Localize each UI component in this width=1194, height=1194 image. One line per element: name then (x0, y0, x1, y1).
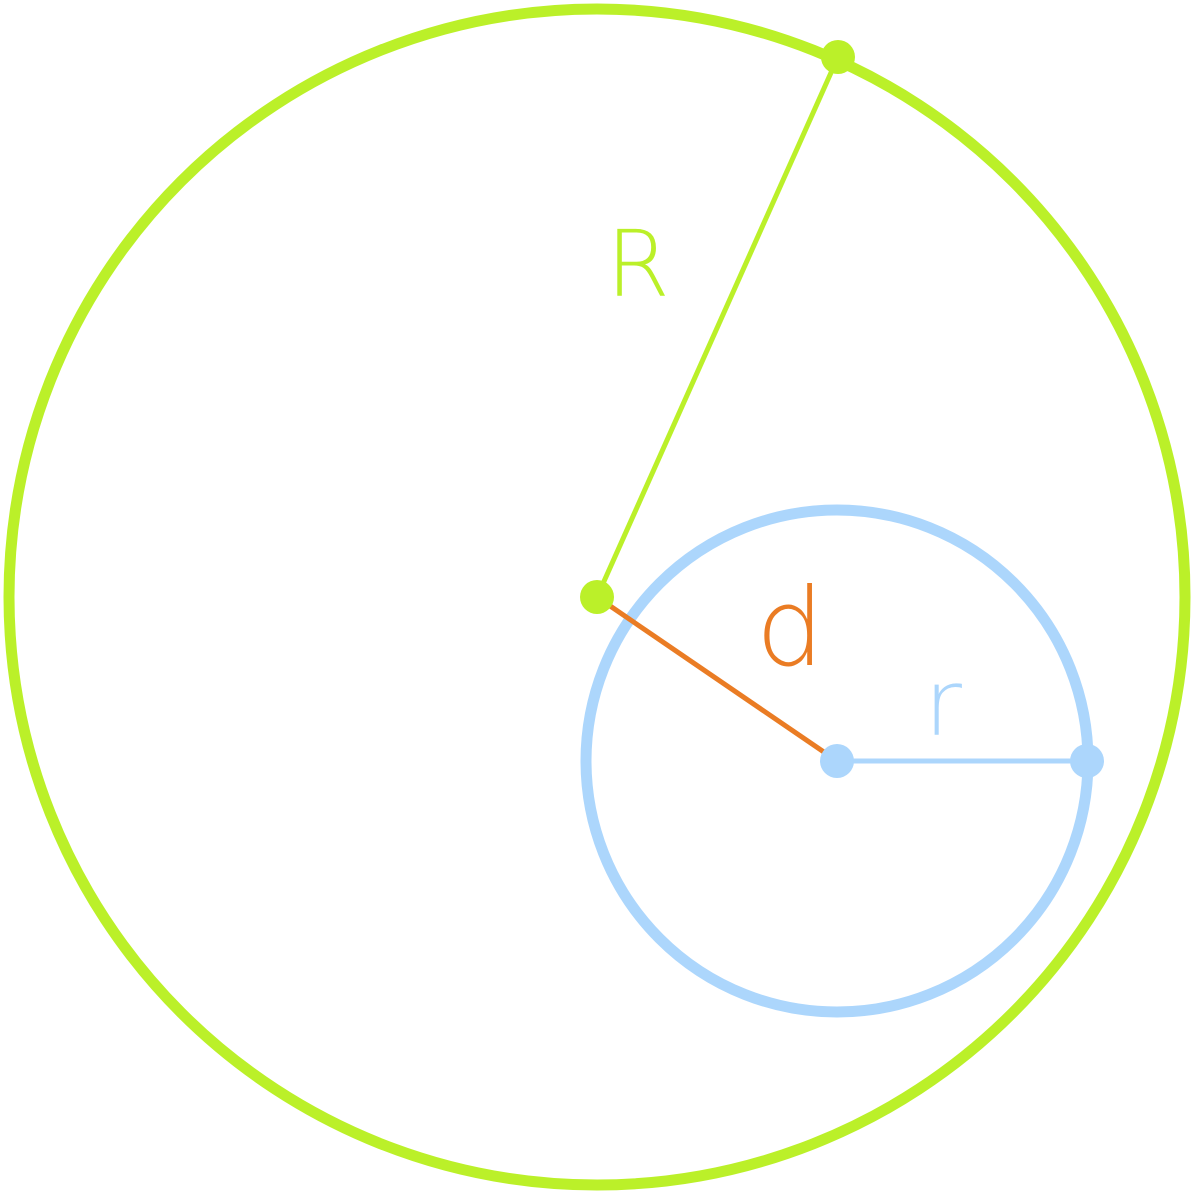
small-radius-label: r (924, 650, 962, 757)
small-circle-center-point (820, 744, 854, 778)
big-circle-edge-point (821, 40, 855, 74)
big-circle (3, 3, 1191, 1191)
small-circle-edge-point (1070, 744, 1104, 778)
big-radius-line (594, 55, 841, 599)
distance-segment (595, 594, 839, 764)
big-circle-center-point (580, 580, 614, 614)
big-radius-label: R (606, 211, 670, 318)
distance-label: d (756, 566, 825, 691)
